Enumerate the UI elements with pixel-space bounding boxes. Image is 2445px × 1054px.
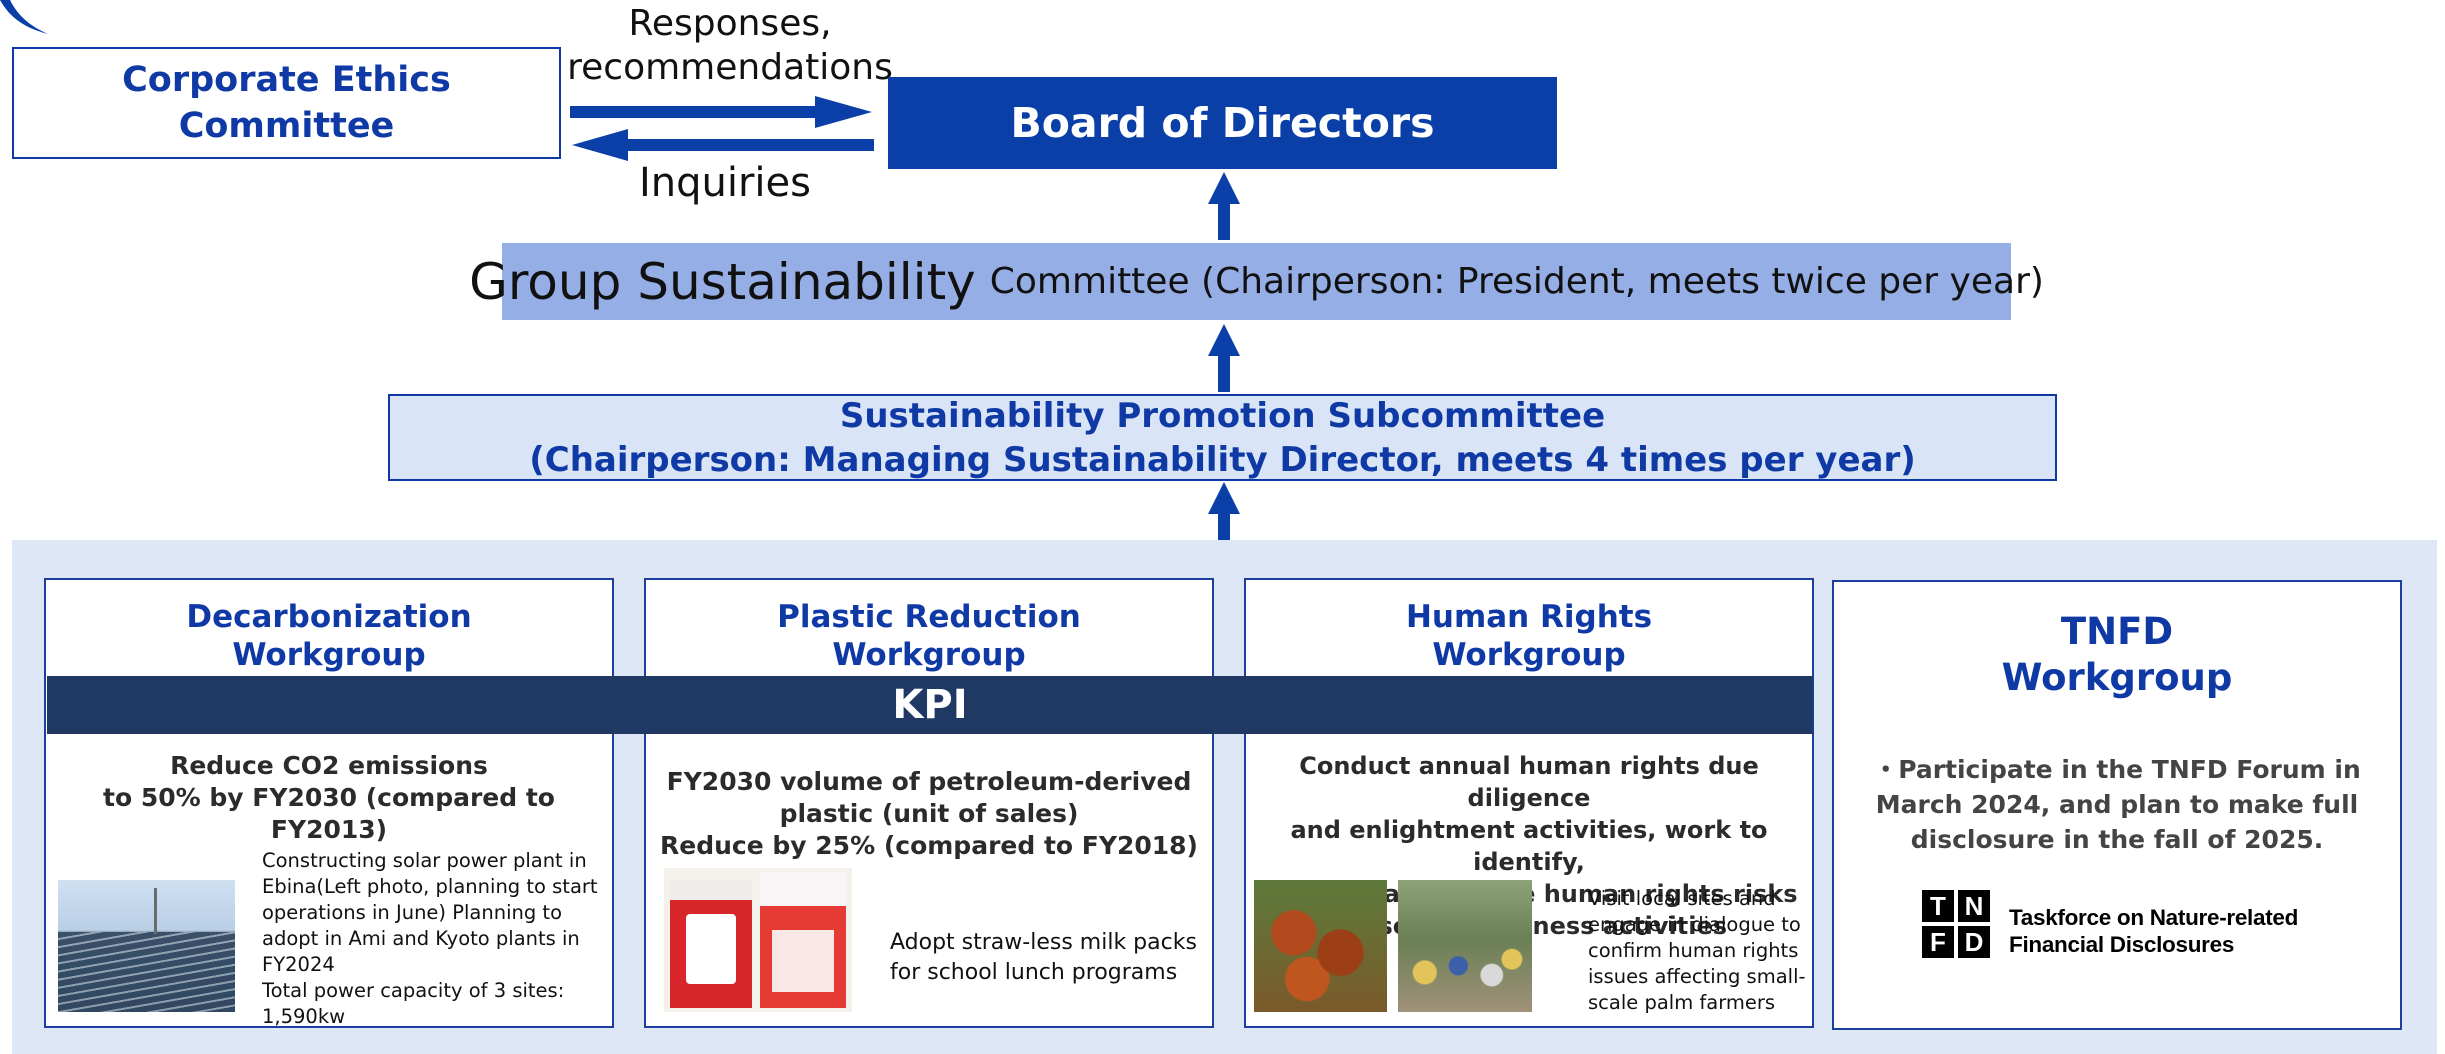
corporate-ethics-committee-label: Corporate Ethics Committee bbox=[122, 60, 451, 146]
workgroup-title: TNFD Workgroup bbox=[2001, 610, 2233, 699]
sustainability-promotion-subcommittee-box: Sustainability Promotion Subcommittee (C… bbox=[388, 394, 2057, 481]
corporate-ethics-committee-box: Corporate Ethics Committee bbox=[12, 47, 561, 159]
tnfd-logo-letter: D bbox=[1958, 926, 1990, 958]
subcommittee-chair-info: (Chairperson: Managing Sustainability Di… bbox=[529, 439, 1916, 480]
straw-less-milk-pack-photo bbox=[664, 868, 852, 1012]
subcommittee-title: Sustainability Promotion Subcommittee bbox=[839, 395, 1606, 436]
board-of-directors-box: Board of Directors bbox=[888, 77, 1557, 169]
solar-power-plant-photo bbox=[58, 880, 235, 1012]
group-sustainability-detail: Committee (Chairperson: President, meets… bbox=[989, 261, 2044, 302]
plastic-reduction-workgroup-card: Plastic Reduction Workgroup FY2030 volum… bbox=[644, 578, 1214, 1028]
farmer-dialogue-photo bbox=[1398, 880, 1532, 1012]
kpi-text: Reduce CO2 emissions to 50% by FY2030 (c… bbox=[103, 751, 555, 844]
board-of-directors-label: Board of Directors bbox=[1010, 99, 1435, 147]
inquiries-label: Inquiries bbox=[638, 160, 811, 206]
workgroup-title: Decarbonization Workgroup bbox=[186, 599, 472, 673]
up-arrow-subcommittee-to-group bbox=[1208, 324, 1240, 392]
group-sustainability-title: Group Sustainability bbox=[469, 252, 976, 311]
corner-swoosh-decoration bbox=[0, 0, 48, 34]
inquiries-arrow bbox=[572, 129, 874, 161]
workgroup-title: Human Rights Workgroup bbox=[1405, 599, 1653, 673]
up-arrow-workgroups-to-subcommittee bbox=[1208, 482, 1240, 542]
kpi-bar: KPI bbox=[47, 676, 1813, 734]
kpi-label: KPI bbox=[892, 682, 968, 728]
responses-recommendations-label: Responses, recommendations bbox=[567, 3, 893, 88]
tnfd-kpi-text: ・Participate in the TNFD Forum in March … bbox=[1873, 755, 2361, 854]
human-rights-workgroup-card: Human Rights Workgroup Conduct annual hu… bbox=[1244, 578, 1814, 1028]
tnfd-logo-letter: N bbox=[1958, 890, 1990, 922]
human-rights-detail-text: Visit local sites and engage in dialogue… bbox=[1588, 887, 1806, 1014]
decarbonization-detail-text: Constructing solar power plant in Ebina(… bbox=[262, 849, 598, 1028]
tnfd-logo-letter: T bbox=[1922, 890, 1954, 922]
group-sustainability-committee-box: Group Sustainability Committee (Chairper… bbox=[469, 243, 2044, 320]
tnfd-logo-text: Taskforce on Nature-related Financial Di… bbox=[2009, 905, 2299, 957]
palm-fruit-photo bbox=[1254, 880, 1387, 1012]
responses-arrow bbox=[570, 96, 872, 128]
tnfd-logo-letter: F bbox=[1922, 926, 1954, 958]
plastic-detail-text: Adopt straw-less milk packs for school l… bbox=[890, 930, 1197, 985]
up-arrow-group-to-board bbox=[1208, 172, 1240, 240]
tnfd-workgroup-card: TNFD Workgroup ・Participate in the TNFD … bbox=[1832, 580, 2402, 1030]
workgroup-title: Plastic Reduction Workgroup bbox=[777, 599, 1081, 673]
kpi-text: Conduct annual human rights due diligenc… bbox=[1260, 752, 1798, 940]
kpi-text: FY2030 volume of petroleum-derived plast… bbox=[660, 767, 1198, 860]
